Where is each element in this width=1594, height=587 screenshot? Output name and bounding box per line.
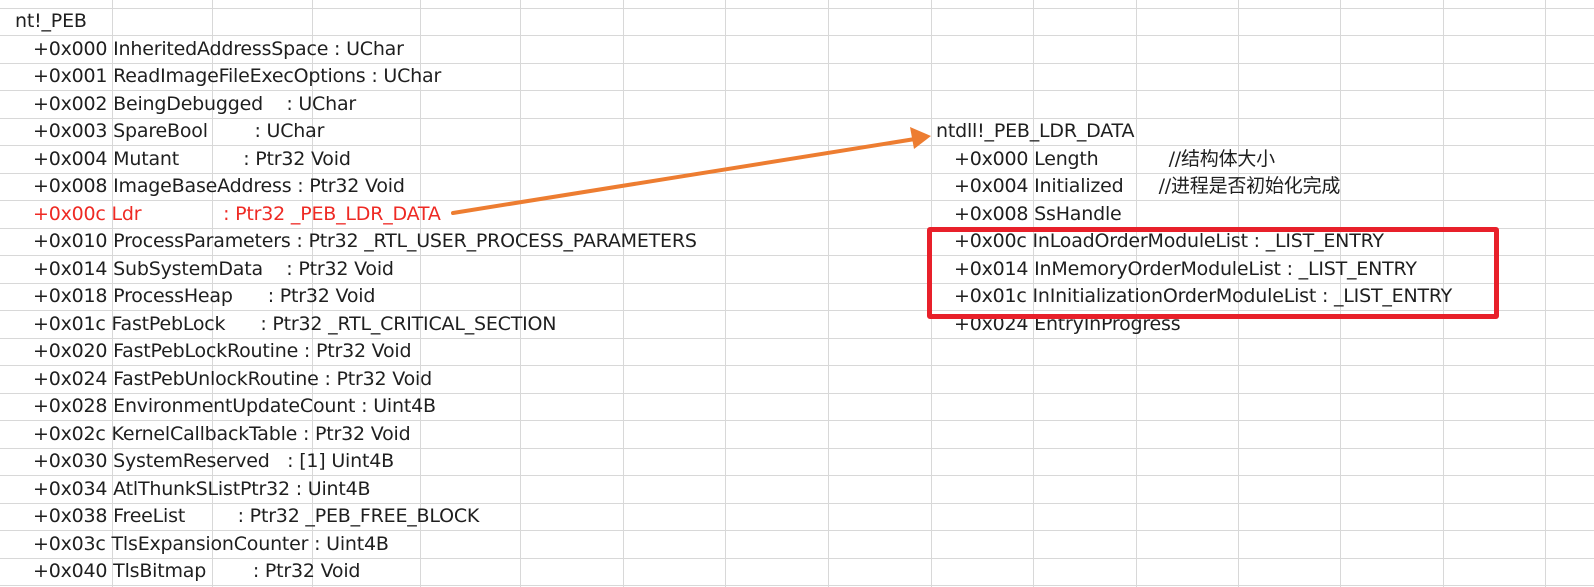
peb-field-row[interactable]: +0x024 FastPebUnlockRoutine : Ptr32 Void [33, 367, 432, 390]
ldr-module-list-row[interactable]: +0x00c InLoadOrderModuleList : _LIST_ENT… [954, 230, 1384, 252]
peb-field-row[interactable]: +0x004 Mutant : Ptr32 Void [33, 147, 351, 170]
peb-field-row[interactable]: +0x000 InheritedAddressSpace : UChar [33, 37, 404, 60]
ldr-data-field-row[interactable]: +0x000 Length //结构体大小 [954, 147, 1275, 170]
ldr-module-list-row[interactable]: +0x01c InInitializationOrderModuleList :… [954, 285, 1453, 307]
row-gridline [0, 283, 1594, 284]
column-gridline [1136, 0, 1137, 587]
row-gridline [0, 420, 1594, 421]
row-gridline [0, 585, 1594, 586]
row-gridline [0, 503, 1594, 504]
row-gridline [0, 365, 1594, 366]
column-gridline [420, 0, 421, 587]
ldr-data-field-row[interactable]: +0x008 SsHandle [954, 202, 1122, 225]
peb-field-row[interactable]: +0x001 ReadImageFileExecOptions : UChar [33, 65, 442, 87]
peb-field-ldr-row[interactable]: +0x00c Ldr : Ptr32 _PEB_LDR_DATA [33, 202, 441, 225]
column-gridline [312, 0, 313, 587]
row-gridline [0, 255, 1594, 256]
peb-field-row[interactable]: +0x014 SubSystemData : Ptr32 Void [33, 257, 394, 280]
row-gridline [0, 558, 1594, 559]
row-gridline [0, 35, 1594, 36]
peb-field-row[interactable]: +0x002 BeingDebugged : UChar [33, 92, 357, 115]
column-gridline [1238, 0, 1239, 587]
peb-field-row[interactable]: +0x038 FreeList : Ptr32 _PEB_FREE_BLOCK [33, 505, 480, 527]
peb-struct-title[interactable]: nt!_PEB [15, 10, 87, 32]
row-gridline [0, 118, 1594, 119]
ldr-data-struct-title[interactable]: ntdll!_PEB_LDR_DATA [936, 120, 1135, 142]
peb-field-row[interactable]: +0x020 FastPebLockRoutine : Ptr32 Void [33, 340, 412, 362]
peb-field-row[interactable]: +0x034 AtlThunkSListPtr32 : Uint4B [33, 477, 371, 500]
column-gridline [725, 0, 726, 587]
column-gridline [1340, 0, 1341, 587]
peb-field-row[interactable]: +0x008 ImageBaseAddress : Ptr32 Void [33, 175, 405, 197]
row-gridline [0, 448, 1594, 449]
row-gridline [0, 8, 1594, 9]
column-gridline [520, 0, 521, 587]
ldr-data-field-row[interactable]: +0x004 Initialized //进程是否初始化完成 [954, 175, 1341, 197]
column-gridline [1033, 0, 1034, 587]
row-gridline [0, 310, 1594, 311]
peb-field-row[interactable]: +0x018 ProcessHeap : Ptr32 Void [33, 285, 376, 307]
ldr-module-list-row[interactable]: +0x014 InMemoryOrderModuleList : _LIST_E… [954, 257, 1417, 280]
peb-field-row[interactable]: +0x01c FastPebLock : Ptr32 _RTL_CRITICAL… [33, 312, 557, 335]
module-list-highlight-box [927, 227, 1499, 319]
column-gridline [212, 0, 213, 587]
peb-field-row[interactable]: +0x003 SpareBool : UChar [33, 120, 325, 142]
row-gridline [0, 63, 1594, 64]
peb-field-row[interactable]: +0x010 ProcessParameters : Ptr32 _RTL_US… [33, 230, 697, 252]
peb-field-row[interactable]: +0x03c TlsExpansionCounter : Uint4B [33, 532, 389, 555]
peb-field-row[interactable]: +0x040 TlsBitmap : Ptr32 Void [33, 560, 361, 582]
peb-field-row[interactable]: +0x02c KernelCallbackTable : Ptr32 Void [33, 422, 411, 445]
row-gridline [0, 228, 1594, 229]
row-gridline [0, 530, 1594, 531]
column-gridline [112, 0, 113, 587]
peb-field-row[interactable]: +0x028 EnvironmentUpdateCount : Uint4B [33, 395, 436, 417]
column-gridline [828, 0, 829, 587]
column-gridline [623, 0, 624, 587]
column-gridline [1545, 0, 1546, 587]
column-gridline [1443, 0, 1444, 587]
row-gridline [0, 393, 1594, 394]
peb-field-row[interactable]: +0x030 SystemReserved : [1] Uint4B [33, 450, 394, 472]
row-gridline [0, 338, 1594, 339]
row-gridline [0, 475, 1594, 476]
row-gridline [0, 90, 1594, 91]
